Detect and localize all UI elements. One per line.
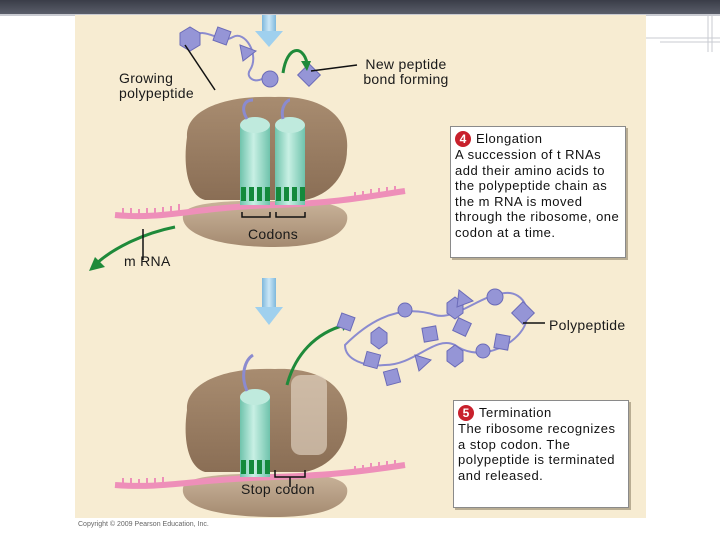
mrna-label: m RNA (124, 253, 171, 269)
step-description: A succession of t RNAs add their amino a… (455, 147, 620, 240)
termination-scene (114, 278, 545, 517)
step-title: Elongation (476, 131, 543, 147)
growing-polypeptide-label: Growing polypeptide (119, 70, 194, 101)
codons-label: Codons (248, 226, 299, 242)
step-description: The ribosome recognizes a stop codon. Th… (458, 421, 616, 483)
incoming-trna-arrow (255, 15, 283, 47)
step-number-badge: 5 (458, 405, 474, 421)
title-bar (0, 0, 720, 14)
new-peptide-bond-label: New peptide bond forming (363, 56, 449, 87)
termination-step-box: 5 Termination The ribosome recognizes a … (453, 400, 629, 508)
elongation-step-box: 4 Elongation A succession of t RNAs add … (450, 126, 626, 258)
bond-forming-arrow (281, 49, 309, 74)
corner-decoration (640, 16, 720, 52)
mrna-movement-arrow (96, 225, 176, 265)
polypeptide-label: Polypeptide (549, 317, 626, 333)
ribosome-small-subunit-2 (182, 473, 348, 517)
release-arrow (285, 323, 346, 386)
step-number-badge: 4 (455, 131, 471, 147)
release-factor-arrow (255, 278, 283, 325)
stop-codon-bracket (274, 470, 306, 487)
elongation-scene (89, 15, 406, 271)
step-title: Termination (479, 405, 552, 421)
mrna-strand (114, 186, 406, 220)
translation-illustration (89, 15, 545, 517)
copyright-text: Copyright © 2009 Pearson Education, Inc. (78, 521, 209, 528)
trna-final (240, 353, 270, 477)
stop-codon-label: Stop codon (241, 481, 315, 497)
leader-lines-top (142, 44, 358, 260)
trna-left (240, 98, 270, 205)
codon-brackets (241, 212, 306, 218)
released-polypeptide (336, 288, 536, 387)
ribosome-small-subunit (182, 200, 348, 247)
trna-right (275, 98, 305, 205)
empty-site (291, 375, 327, 455)
